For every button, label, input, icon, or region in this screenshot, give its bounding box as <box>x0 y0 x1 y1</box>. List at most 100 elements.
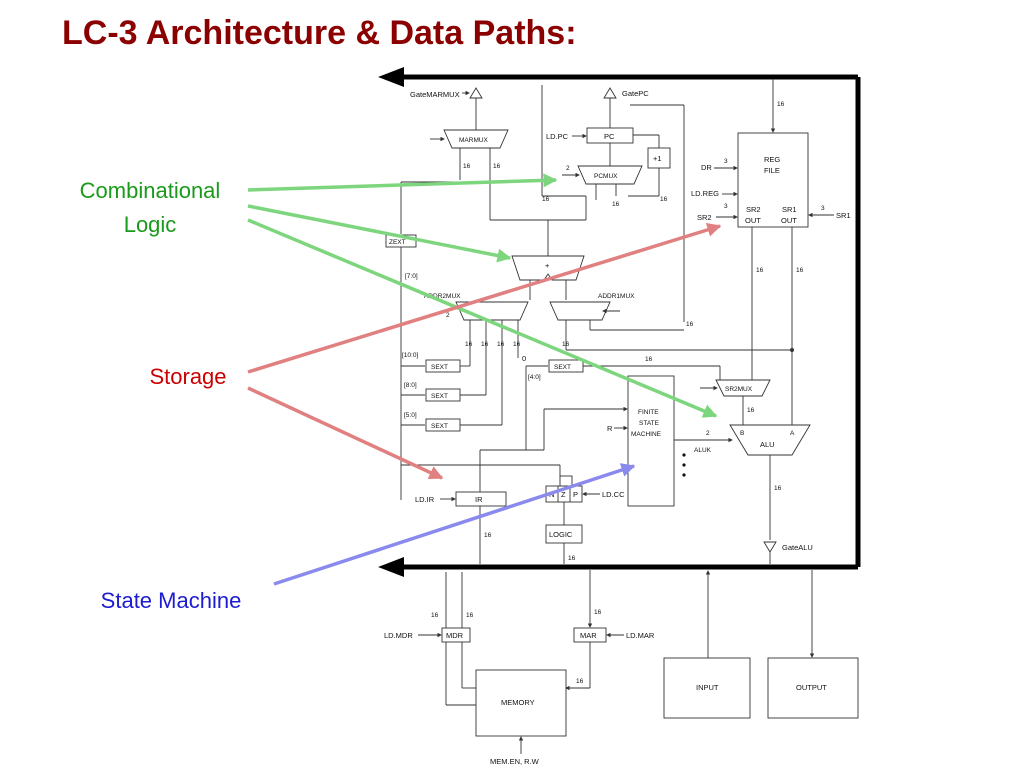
sr2mux-label: SR2MUX <box>725 386 753 393</box>
memory: MEMORY MEM.EN, R.W <box>475 669 567 766</box>
sr2-out-line2: OUT <box>745 216 761 225</box>
alu: B A ALU 16 <box>729 424 811 540</box>
sext5-out-width: 16 <box>645 356 653 363</box>
arrow-to-ir <box>247 386 444 480</box>
sr2-width: 3 <box>724 203 728 210</box>
addr1mux-pc-width: 16 <box>686 321 694 328</box>
state-machine-arrows <box>273 463 636 586</box>
pcmux-label: PCMUX <box>594 173 618 180</box>
reg-file-label-line1: REG <box>764 155 780 164</box>
reg-file-label-line2: FILE <box>764 166 780 175</box>
sext-9-label: SEXT <box>431 393 448 400</box>
condition-codes: N Z P LD.CC <box>545 475 625 525</box>
addr2mux-label: ADDR2MUX <box>424 293 461 300</box>
arrow-to-alu <box>247 218 718 418</box>
mar-out-width: 16 <box>576 678 584 685</box>
pcmux-bus-width: 16 <box>542 196 550 203</box>
ld-pc-label: LD.PC <box>546 132 569 141</box>
marmux: MARMUX 16 16 <box>430 129 509 220</box>
pcmux-in-width: 16 <box>612 201 620 208</box>
sr1-width: 3 <box>821 205 825 212</box>
logic-block: LOGIC 16 <box>545 524 583 564</box>
ld-mdr-label: LD.MDR <box>384 631 413 640</box>
dr-label: DR <box>701 163 712 172</box>
sr2-label: SR2 <box>697 213 712 222</box>
mar-in-width: 16 <box>594 609 602 616</box>
bits-4-0-label: [4:0] <box>528 374 541 381</box>
input-device: INPUT <box>663 570 751 719</box>
pcmux: PCMUX 2 16 16 <box>541 85 643 220</box>
alu-label: ALU <box>760 440 775 449</box>
arrow-to-register-file <box>247 223 722 374</box>
callout-state-machine: State Machine <box>100 588 242 613</box>
aluk-width: 2 <box>706 430 710 437</box>
addr1mux-label: ADDR1MUX <box>598 293 635 300</box>
fsm-label-line3: MACHINE <box>631 431 662 438</box>
sr2mux: SR2MUX 16 <box>700 379 771 425</box>
pcmux-select-width: 2 <box>566 165 570 172</box>
r-label: R <box>607 424 613 433</box>
marmux-in1-width: 16 <box>463 163 471 170</box>
adder-label: + <box>545 261 550 270</box>
pc-incrementer: +1 16 <box>628 147 671 203</box>
gate-alu: GateALU <box>763 541 813 564</box>
storage-arrows <box>247 223 722 480</box>
sext-11-label: SEXT <box>431 364 448 371</box>
sr2mux-out-width: 16 <box>747 407 755 414</box>
addr2mux-select-width: 2 <box>446 312 450 319</box>
dr-width: 3 <box>724 158 728 165</box>
p-flag: P <box>573 490 578 499</box>
bits-8-0-label: [8:0] <box>404 382 417 389</box>
aluk-label: ALUK <box>694 447 712 454</box>
addr1mux-in-width: 16 <box>562 341 570 348</box>
bits-5-0-label: [5:0] <box>404 412 417 419</box>
sr2-out-line1: SR2 <box>746 205 761 214</box>
logic-label: LOGIC <box>549 530 573 539</box>
alu-out-width: 16 <box>774 485 782 492</box>
fsm-label-line1: FINITE <box>638 409 659 416</box>
fsm-output-dot-3 <box>682 473 686 477</box>
alu-a-label: A <box>790 430 795 437</box>
sr1-out-line1: SR1 <box>782 205 797 214</box>
gate-pc: GatePC <box>603 87 649 128</box>
mem-en-rw-label: MEM.EN, R.W <box>490 757 540 766</box>
mar-register: MAR LD.MAR 16 16 <box>565 570 655 691</box>
mar-label: MAR <box>580 631 597 640</box>
callout-combinational-line1: Combinational <box>79 178 221 203</box>
gate-marmux: GateMARMUX <box>410 87 483 130</box>
output-device: OUTPUT <box>767 570 859 719</box>
pc-register: PC LD.PC <box>546 127 660 166</box>
sr1-label: SR1 <box>836 211 851 220</box>
register-file: REG FILE DR 3 LD.REG SR2 3 SR2 OUT SR1 O… <box>691 79 851 425</box>
arrow-to-adder <box>247 204 512 263</box>
sext-6: SEXT [5:0] <box>401 412 502 432</box>
bus-arrowhead-bottom <box>378 557 404 577</box>
gate-alu-label: GateALU <box>782 543 813 552</box>
addr2mux-in2-width: 16 <box>481 341 489 348</box>
system-bus <box>378 67 861 577</box>
arrow-to-pcmux <box>247 173 558 192</box>
gate-pc-label: GatePC <box>622 89 649 98</box>
fsm-output-dot-2 <box>682 463 686 467</box>
zext: ZEXT [7:0] <box>385 181 460 500</box>
callout-combinational-logic: Combinational Logic <box>52 174 248 242</box>
mdr-in-width: 16 <box>431 612 439 619</box>
ld-reg-label: LD.REG <box>691 189 719 198</box>
sext-6-label: SEXT <box>431 423 448 430</box>
fsm-label-line2: STATE <box>639 420 660 427</box>
addr1mux: ADDR1MUX 16 16 <box>549 293 694 350</box>
gate-marmux-label: GateMARMUX <box>410 90 460 99</box>
bits-10-0-label: [10:0] <box>402 352 418 359</box>
memory-label: MEMORY <box>501 698 535 707</box>
addr2mux-in3-width: 16 <box>497 341 505 348</box>
marmux-in2-width: 16 <box>493 163 501 170</box>
ld-ir-label: LD.IR <box>415 495 435 504</box>
ir-label: IR <box>475 495 483 504</box>
output-label: OUTPUT <box>796 683 827 692</box>
callout-storage: Storage <box>149 364 227 389</box>
finite-state-machine: FINITE STATE MACHINE R 2 ALUK <box>543 375 733 507</box>
sr1-out-width: 16 <box>796 267 804 274</box>
sext-9: SEXT [8:0] <box>401 382 486 402</box>
ir-in-width: 16 <box>484 532 492 539</box>
